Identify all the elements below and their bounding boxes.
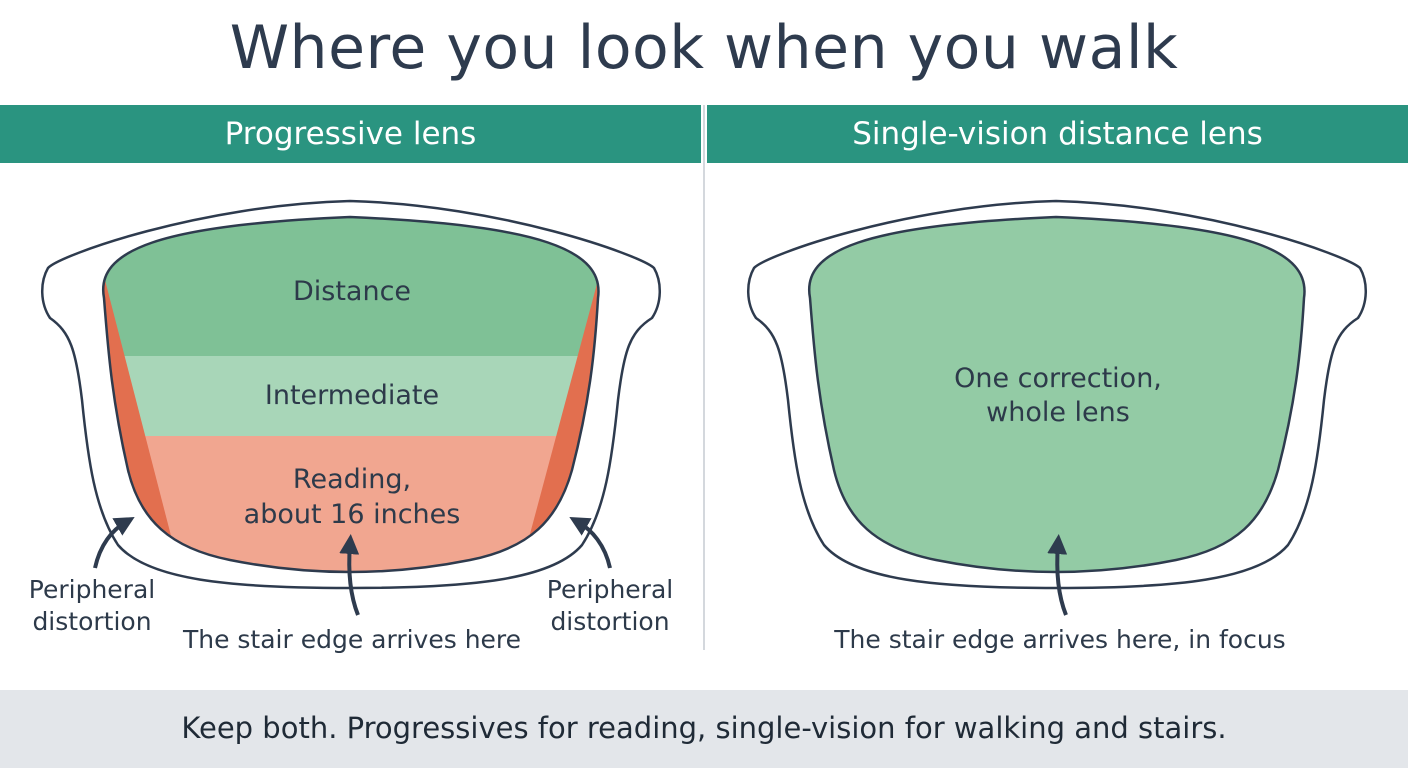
- lens-outline-left: [101, 215, 600, 574]
- curved-arrow-icon: [569, 517, 612, 569]
- single-vision-label-line2: whole lens: [986, 397, 1130, 428]
- arrow-up-icon: [339, 534, 360, 616]
- single-vision-zone: [807, 215, 1306, 574]
- footer-note: Keep both. Progressives for reading, sin…: [0, 690, 1408, 768]
- stair-edge-label-left: The stair edge arrives here: [182, 625, 521, 654]
- stair-edge-label-right: The stair edge arrives here, in focus: [833, 625, 1285, 654]
- peripheral-label-left-line2: distortion: [32, 607, 151, 636]
- intermediate-zone: [103, 356, 599, 436]
- curved-arrow-icon: [93, 517, 135, 569]
- zone-label-reading-line2: about 16 inches: [244, 499, 461, 530]
- zone-label-distance: Distance: [293, 276, 411, 307]
- panel-header-progressive: Progressive lens: [0, 105, 701, 163]
- arrow-up-icon: [1047, 534, 1068, 616]
- zone-label-intermediate: Intermediate: [265, 380, 439, 411]
- single-vision-label-line1: One correction,: [954, 363, 1162, 394]
- peripheral-label-right-line2: distortion: [550, 607, 669, 636]
- peripheral-label-right-line1: Peripheral: [547, 575, 673, 604]
- zone-label-reading-line1: Reading,: [293, 464, 411, 495]
- lens-diagram: Distance Intermediate Reading, about 16 …: [29, 199, 1367, 654]
- peripheral-label-left-line1: Peripheral: [29, 575, 155, 604]
- panel-header-single-vision: Single-vision distance lens: [707, 105, 1408, 163]
- panel-divider: [703, 105, 705, 650]
- distance-zone: [103, 217, 599, 356]
- page-title: Where you look when you walk: [229, 13, 1179, 83]
